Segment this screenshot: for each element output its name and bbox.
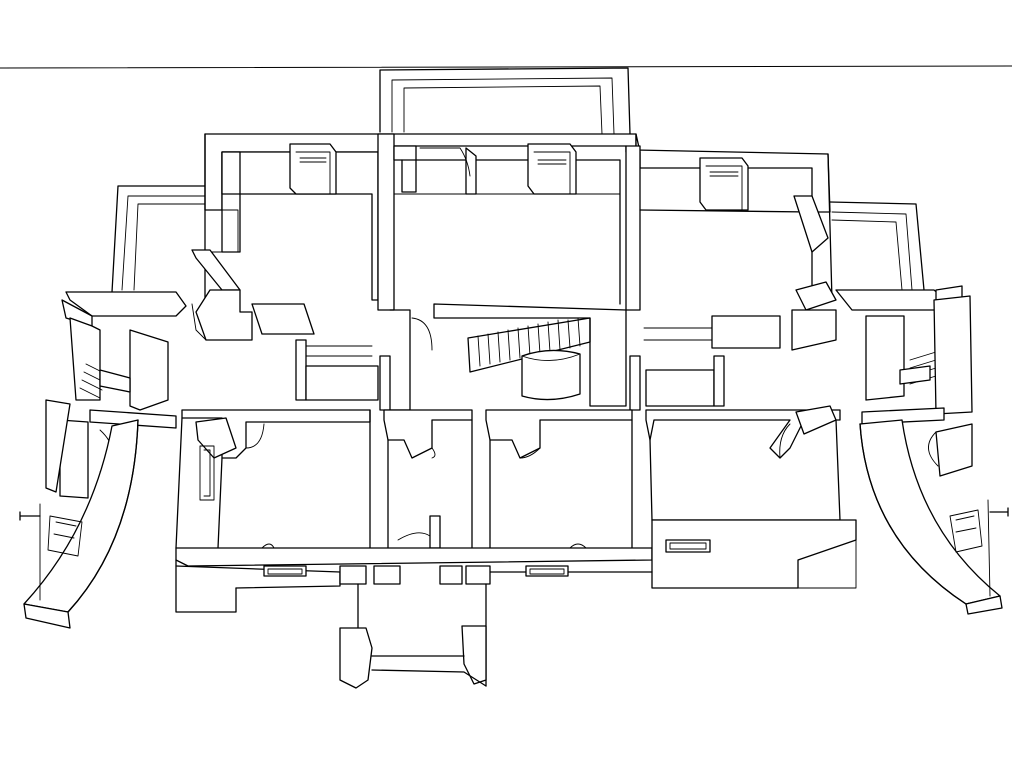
window-upper-center	[527, 143, 577, 195]
room-upper-left	[191, 151, 379, 341]
window-upper-left	[289, 143, 337, 195]
rear-terrace	[379, 67, 631, 135]
corridor-left	[251, 303, 379, 401]
ground-line	[0, 65, 1012, 69]
room-lower-right	[645, 405, 841, 521]
front-outer-wall	[175, 519, 857, 613]
room-lower-center-left	[383, 409, 473, 549]
room-lower-center-right	[485, 409, 633, 549]
window-front-left	[263, 565, 307, 577]
entrance-portico	[339, 565, 491, 689]
room-lower-left	[175, 409, 371, 549]
window-front-right	[665, 539, 711, 553]
right-wing	[835, 285, 973, 477]
left-curved-bay	[19, 419, 139, 629]
window-upper-right	[699, 157, 749, 211]
room-upper-center	[377, 133, 621, 311]
central-staircase	[433, 303, 627, 407]
central-corridor	[379, 309, 641, 411]
window-front-center	[525, 565, 569, 577]
left-wing	[45, 291, 187, 499]
room-upper-right	[625, 145, 837, 351]
right-curved-bay	[859, 419, 1009, 615]
corridor-right	[643, 315, 781, 407]
right-side-terrace	[829, 201, 925, 291]
left-side-terrace	[111, 185, 206, 293]
